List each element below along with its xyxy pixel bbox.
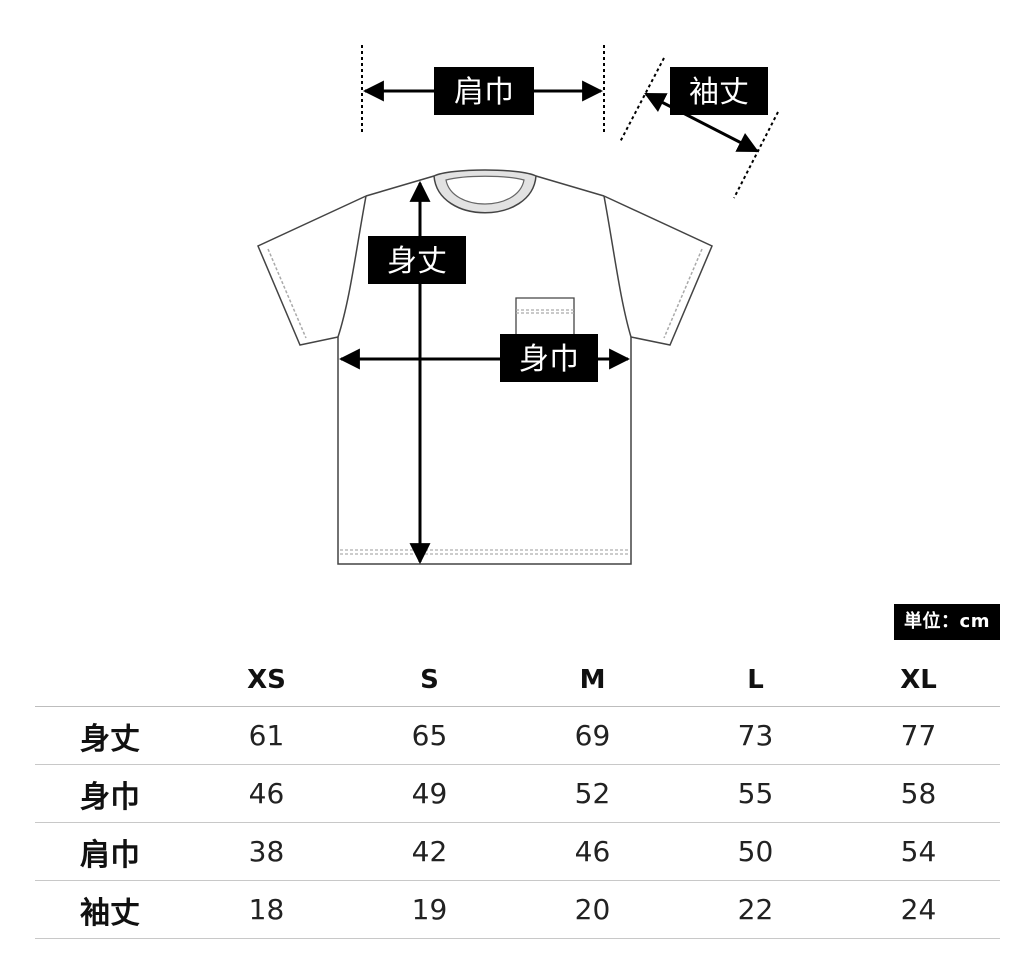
- table-cell: 52: [574, 777, 611, 810]
- table-cell: 18: [248, 893, 285, 926]
- table-cell: 54: [900, 835, 937, 868]
- table-cell: 46: [574, 835, 611, 868]
- collar: [433, 169, 537, 214]
- table-cell: 69: [574, 719, 611, 752]
- row-label: 身丈: [80, 721, 140, 757]
- sleeve-length-label: 袖丈: [689, 75, 749, 110]
- table-cell: 58: [900, 777, 937, 810]
- header-size-s: S: [420, 665, 439, 695]
- header-corner: [35, 654, 185, 707]
- header-size-xl: XL: [900, 665, 937, 695]
- header-size-l: L: [747, 665, 764, 695]
- size-header-row: XS S M L XL: [35, 654, 1000, 707]
- table-row: 身丈 61 65 69 73 77: [35, 707, 1000, 765]
- table-cell: 20: [574, 893, 611, 926]
- table-cell: 77: [900, 719, 937, 752]
- table-cell: 19: [411, 893, 448, 926]
- table-cell: 65: [411, 719, 448, 752]
- table-cell: 61: [248, 719, 285, 752]
- table-row: 肩巾 38 42 46 50 54: [35, 823, 1000, 881]
- row-label: 肩巾: [80, 837, 140, 873]
- table-cell: 24: [900, 893, 937, 926]
- size-table: XS S M L XL 身丈 61 65 69 73 77 身巾 46 49 5…: [35, 654, 1000, 939]
- body-length-measurement: 身丈: [368, 180, 466, 565]
- header-size-m: M: [579, 665, 606, 695]
- row-label: 身巾: [80, 779, 140, 815]
- table-cell: 42: [411, 835, 448, 868]
- header-size-xs: XS: [247, 665, 286, 695]
- table-cell: 38: [248, 835, 285, 868]
- body-width-label: 身巾: [519, 342, 579, 377]
- unit-badge: 単位：cm: [894, 604, 1000, 640]
- tshirt-outline: [257, 175, 713, 565]
- table-cell: 49: [411, 777, 448, 810]
- tshirt-measurement-diagram: 肩巾 袖丈 身丈 身巾: [257, 45, 779, 565]
- table-cell: 73: [737, 719, 774, 752]
- table-cell: 22: [737, 893, 774, 926]
- body-width-measurement: 身巾: [338, 334, 631, 382]
- row-label: 袖丈: [80, 895, 140, 931]
- body-length-label: 身丈: [387, 244, 447, 279]
- sleeve-length-measurement: 袖丈: [619, 57, 779, 199]
- table-cell: 46: [248, 777, 285, 810]
- table-row: 袖丈 18 19 20 22 24: [35, 881, 1000, 939]
- shoulder-width-label: 肩巾: [454, 75, 514, 110]
- table-cell: 50: [737, 835, 774, 868]
- shoulder-width-measurement: 肩巾: [361, 45, 605, 135]
- table-cell: 55: [737, 777, 774, 810]
- table-row: 身巾 46 49 52 55 58: [35, 765, 1000, 823]
